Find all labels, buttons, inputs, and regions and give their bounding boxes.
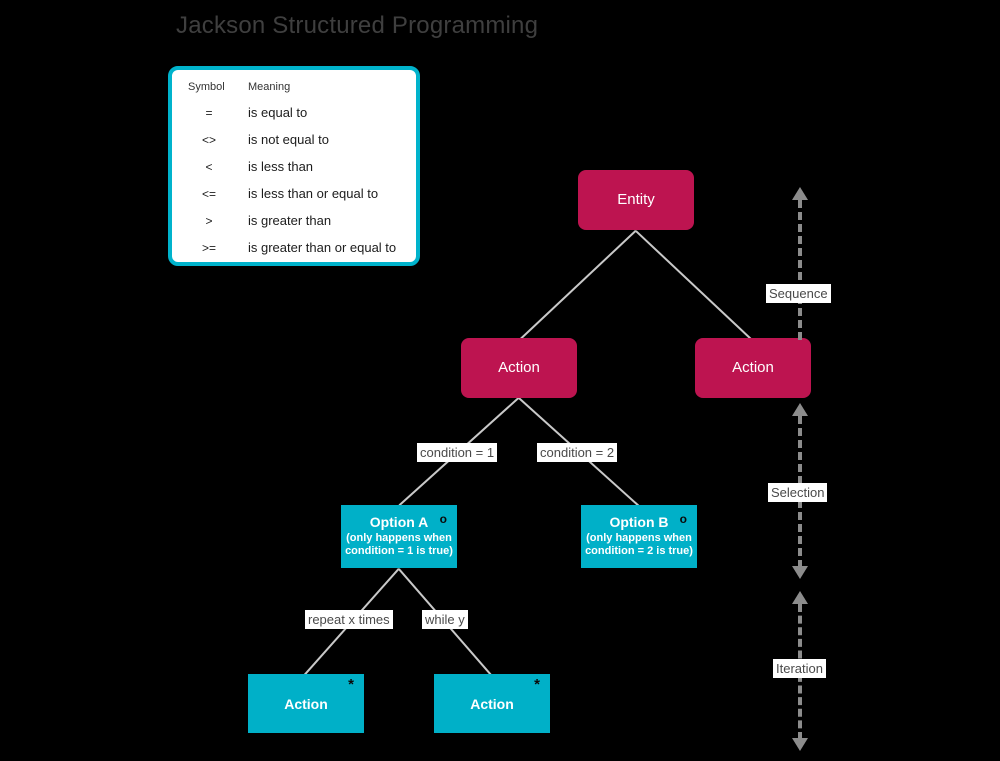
selection-arrow-head-up-icon — [792, 403, 808, 416]
legend-row: <> is not equal to — [172, 126, 416, 153]
node-option-b-subtitle: (only happens when condition = 2 is true… — [585, 532, 693, 557]
edge-label-repeat: repeat x times — [305, 610, 393, 629]
legend-meaning: is greater than — [248, 213, 332, 228]
legend-table: Symbol Meaning = is equal to <> is not e… — [172, 79, 416, 261]
axis-label-selection: Selection — [768, 483, 828, 502]
legend-panel: Symbol Meaning = is equal to <> is not e… — [168, 66, 420, 266]
node-action-left-title: Action — [498, 359, 540, 376]
node-action-left[interactable]: Action — [461, 338, 577, 398]
legend-meaning: is greater than or equal to — [248, 240, 397, 255]
node-action-bottom-left[interactable]: Action * — [248, 674, 364, 733]
node-option-a-subtitle: (only happens when condition = 1 is true… — [345, 532, 453, 557]
page-title: Jackson Structured Programming — [176, 12, 539, 39]
legend-meaning: is less than or equal to — [248, 186, 379, 201]
sequence-axis-shaft — [798, 200, 802, 340]
iteration-arrow-head-up-icon — [792, 591, 808, 604]
iteration-marker-icon: * — [348, 676, 354, 693]
node-action-bottom-right-title: Action — [470, 695, 514, 712]
legend-header-symbol: Symbol — [188, 81, 225, 93]
legend-row: <= is less than or equal to — [172, 180, 416, 207]
node-option-b-title: Option B — [609, 514, 669, 530]
legend-meaning: is not equal to — [248, 132, 329, 147]
edge-label-condition-1: condition = 1 — [417, 443, 498, 462]
node-option-a[interactable]: Option A (only happens when condition = … — [341, 505, 457, 568]
legend-header-meaning: Meaning — [248, 81, 291, 93]
selection-arrow-head-down-icon — [792, 566, 808, 579]
legend-row: >= is greater than or equal to — [172, 234, 416, 261]
node-entity-title: Entity — [617, 191, 655, 208]
node-action-bottom-right[interactable]: Action * — [434, 674, 550, 733]
node-action-right-title: Action — [732, 359, 774, 376]
node-action-right[interactable]: Action — [695, 338, 811, 398]
connector-entity-to-action-right — [635, 230, 754, 342]
legend-row: > is greater than — [172, 207, 416, 234]
selection-marker-icon: o — [679, 512, 687, 526]
legend-header-row: Symbol Meaning — [172, 79, 416, 99]
node-entity[interactable]: Entity — [578, 170, 694, 230]
selection-marker-icon: o — [439, 512, 447, 526]
edge-label-while: while y — [422, 610, 468, 629]
legend-symbol: >= — [201, 240, 216, 255]
legend-symbol: < — [205, 159, 213, 174]
axis-label-sequence: Sequence — [766, 284, 831, 303]
legend-meaning: is less than — [248, 159, 314, 174]
legend-row: = is equal to — [172, 99, 416, 126]
node-option-b[interactable]: Option B (only happens when condition = … — [581, 505, 697, 568]
connector-entity-to-action-left — [518, 230, 637, 342]
legend-symbol: <= — [201, 186, 216, 201]
axis-label-iteration: Iteration — [773, 659, 826, 678]
legend-meaning: is equal to — [248, 105, 308, 120]
legend-symbol: > — [205, 213, 213, 228]
legend-symbol: <> — [201, 132, 216, 147]
legend-symbol: = — [205, 105, 213, 120]
legend-row: < is less than — [172, 153, 416, 180]
edge-label-condition-2: condition = 2 — [537, 443, 618, 462]
sequence-arrow-head-up-icon — [792, 187, 808, 200]
node-action-bottom-left-title: Action — [284, 695, 328, 712]
iteration-arrow-head-down-icon — [792, 738, 808, 751]
node-option-a-title: Option A — [369, 514, 429, 530]
iteration-marker-icon: * — [534, 676, 540, 693]
